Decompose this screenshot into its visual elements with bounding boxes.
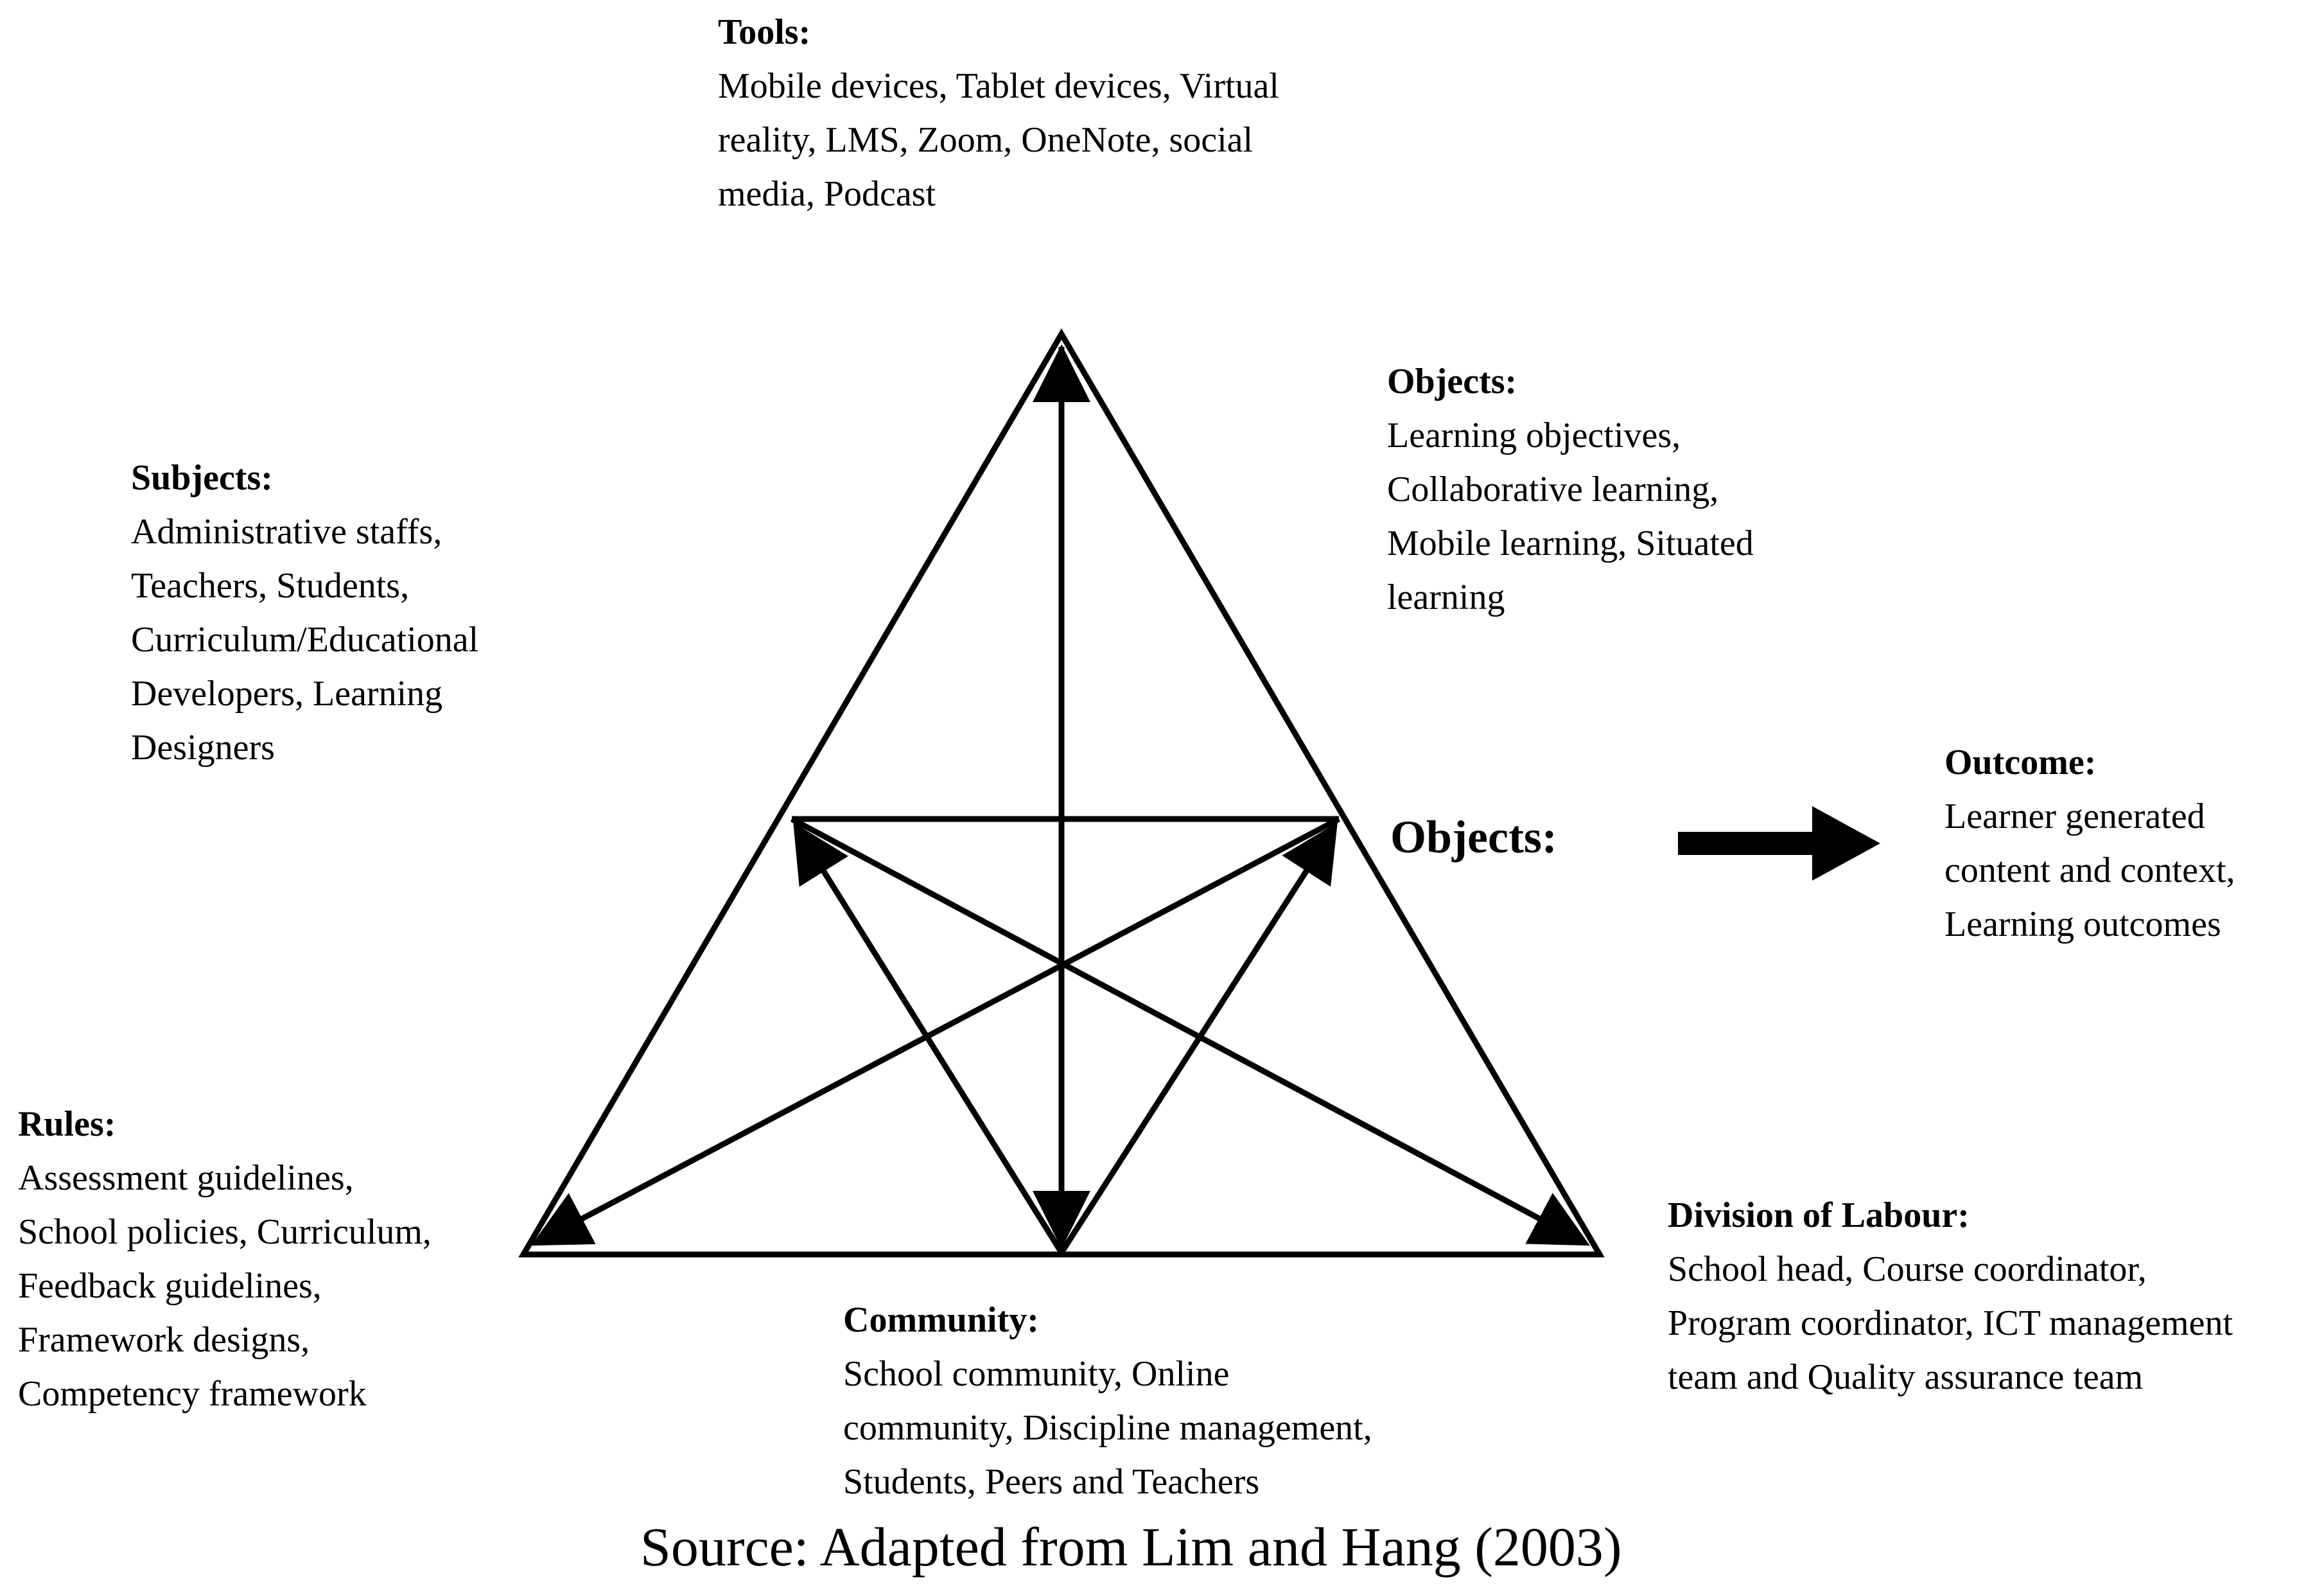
rules-line: School policies, Curriculum, [18,1212,432,1252]
tools-line: media, Podcast [718,174,936,214]
outcome-arrow [1678,806,1880,881]
objects-line: Collaborative learning, [1387,470,1719,509]
arrow-to-objects [1059,822,1338,1254]
community-line: School community, Online [843,1354,1230,1394]
tools-line: reality, LMS, Zoom, OneNote, social [718,120,1254,160]
arrow-to-subjects [793,822,1064,1254]
objects-title: Objects: [1387,362,1517,401]
division-title: Division of Labour: [1668,1195,1970,1235]
outcome-line: Learning outcomes [1944,904,2221,944]
tools-block: Tools: Mobile devices, Tablet devices, V… [718,5,1279,221]
community-block: Community: School community, Online comm… [843,1293,1372,1509]
community-line: community, Discipline management, [843,1408,1372,1448]
outcome-block: Outcome: Learner generated content and c… [1944,735,2235,951]
division-line: School head, Course coordinator, [1668,1249,2147,1289]
community-title: Community: [843,1300,1039,1340]
community-line: Students, Peers and Teachers [843,1462,1260,1502]
rules-title: Rules: [18,1104,116,1144]
subjects-line: Curriculum/Educational [131,620,479,660]
division-line: Program coordinator, ICT management [1668,1303,2233,1343]
rules-line: Assessment guidelines, [18,1158,354,1198]
outer-triangle [518,328,1605,1258]
rules-line: Feedback guidelines, [18,1266,322,1306]
objects-block: Objects: Learning objectives, Collaborat… [1387,355,1754,624]
center-objects-label: Objects: [1390,811,1557,863]
outcome-line: Learner generated [1944,796,2205,836]
source-caption: Source: Adapted from Lim and Hang (2003) [640,1516,1622,1578]
outcome-line: content and context, [1944,850,2235,890]
rules-line: Framework designs, [18,1320,310,1360]
subjects-line: Designers [131,728,275,768]
division-line: team and Quality assurance team [1668,1357,2144,1397]
objects-line: Mobile learning, Situated [1387,524,1754,563]
rules-block: Rules: Assessment guidelines, School pol… [18,1097,432,1421]
subjects-line: Teachers, Students, [131,566,410,606]
objects-line: Learning objectives, [1387,416,1681,455]
arrow-to-division [790,816,1590,1246]
tools-line: Mobile devices, Tablet devices, Virtual [718,66,1279,106]
arrow-to-rules [531,816,1341,1246]
division-block: Division of Labour: School head, Course … [1668,1188,2233,1404]
subjects-line: Developers, Learning [131,674,443,714]
subjects-line: Administrative staffs, [131,512,442,552]
outcome-title: Outcome: [1944,743,2097,782]
rules-line: Competency framework [18,1374,367,1414]
objects-line: learning [1387,577,1505,617]
tools-title: Tools: [718,12,811,52]
subjects-title: Subjects: [131,458,273,498]
subjects-block: Subjects: Administrative staffs, Teacher… [131,451,478,775]
